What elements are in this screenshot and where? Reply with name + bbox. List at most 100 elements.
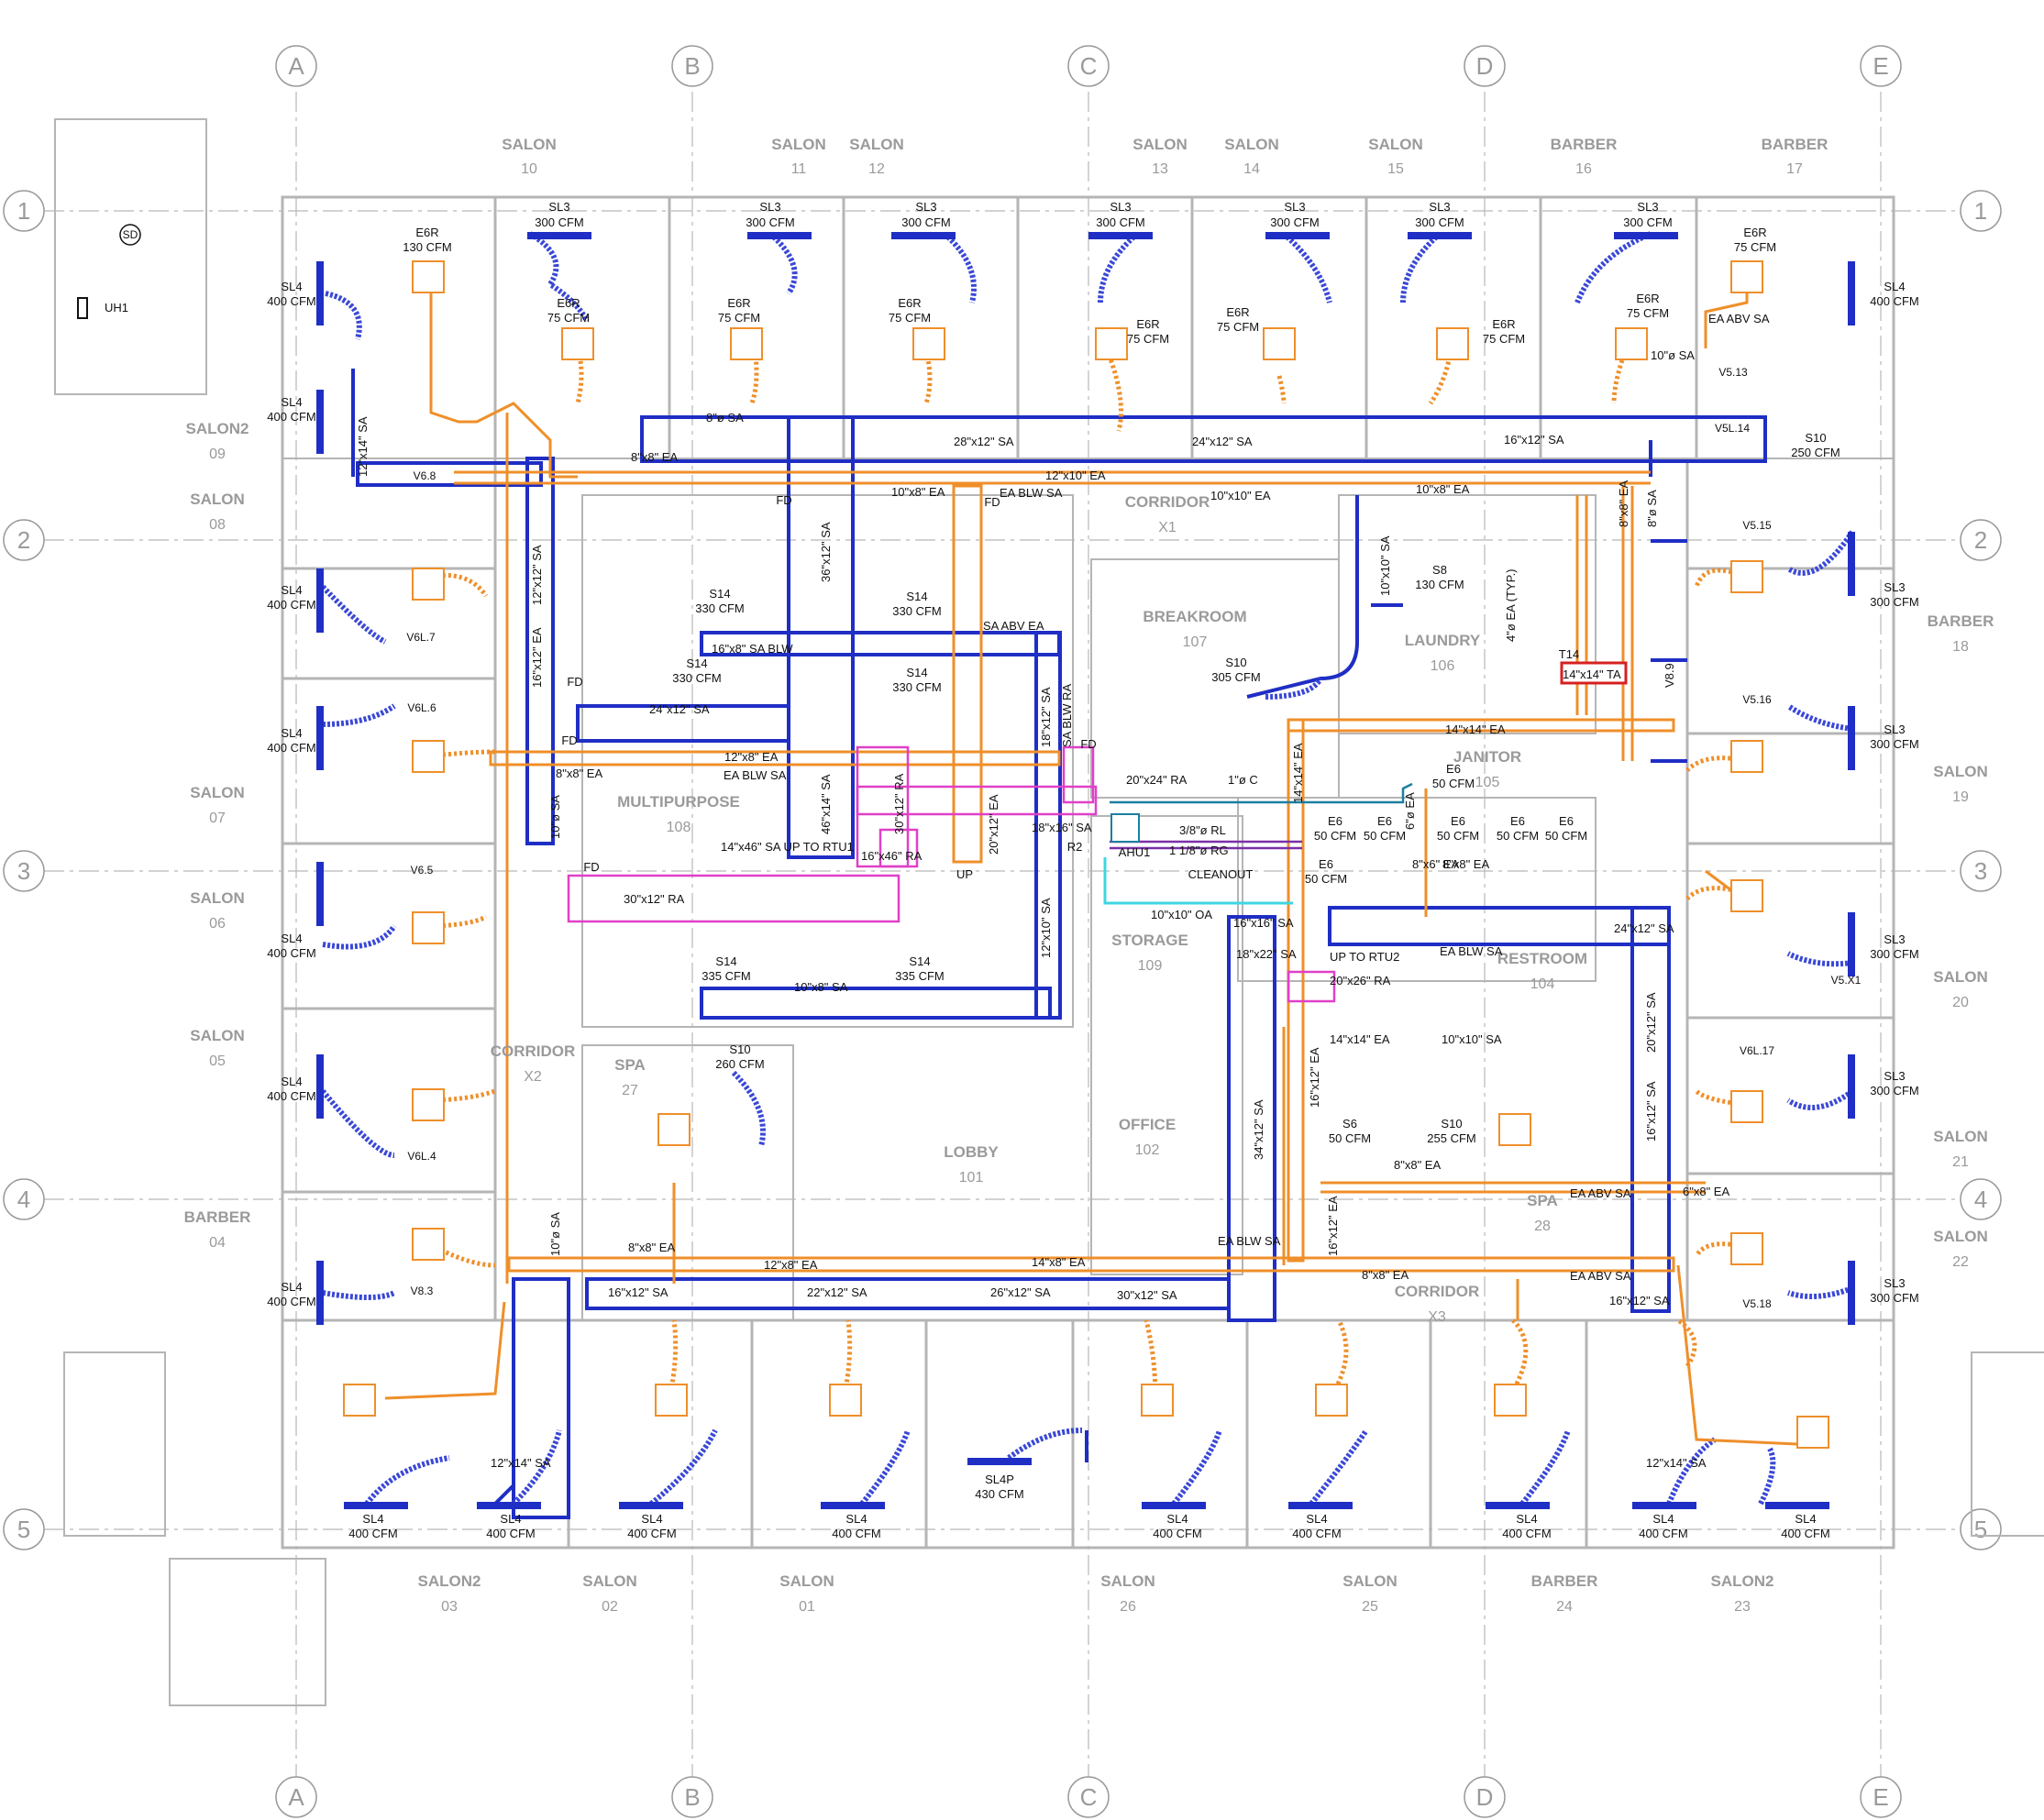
s10-tag-3: S10 — [1441, 1117, 1462, 1131]
duct-6o-ea-v: 6"ø EA — [1403, 792, 1417, 830]
e6r-cfm-5: 75 CFM — [1127, 332, 1169, 346]
room-name-x2: CORRIDOR — [491, 1042, 576, 1060]
duct-ea-blw-sa-4: EA BLW SA — [1218, 1234, 1281, 1248]
sl4-cfm-17: 400 CFM — [1781, 1527, 1829, 1540]
s14-tag-4: S14 — [906, 666, 927, 679]
e6r-tag-1: E6R — [415, 226, 438, 239]
sl4-cfm-9: 400 CFM — [348, 1527, 397, 1540]
sl4-tag-9: SL4 — [362, 1512, 383, 1526]
vav-v5l-20-text: V5.X1 — [1831, 974, 1862, 987]
sl4-cfm-7: 400 CFM — [267, 1295, 315, 1308]
grid-col-a-bottom: A — [288, 1783, 304, 1811]
room-num-24: 24 — [1556, 1599, 1573, 1615]
sl3-tag-8: SL3 — [1884, 580, 1905, 594]
duct-36x12-sa-v: 36"x12" SA — [819, 522, 833, 582]
duct-ea-blw-sa: EA BLW SA — [1000, 486, 1063, 500]
room-name-06: SALON — [190, 889, 245, 907]
room-name-10: SALON — [502, 136, 557, 153]
grid-col-a: A — [288, 52, 304, 80]
s14-tag-6: S14 — [909, 954, 930, 968]
duct-14x12-ea-v: 16"x12" EA — [1326, 1196, 1340, 1256]
duct-16x12-ea-v: 16"x12" EA — [1308, 1047, 1321, 1108]
up-label: UP — [956, 867, 973, 881]
sl4-cfm-5: 400 CFM — [267, 946, 315, 960]
fd-label-3: FD — [561, 734, 577, 747]
duct-8x6-ea: 8"x6" EA — [1412, 857, 1459, 871]
e6r-cfm-1: 130 CFM — [403, 240, 451, 254]
duct-34x12-sa-v: 34"x12" SA — [1252, 1099, 1265, 1160]
s14-cfm-3: 330 CFM — [672, 671, 721, 685]
grid-row-1-right: 1 — [1974, 197, 1987, 225]
vav-v5l-21: V6L.17 — [1740, 1044, 1774, 1057]
sl3-cfm-7: 300 CFM — [1623, 215, 1672, 229]
duct-18x14-ea: 14"x14" EA — [1330, 1032, 1390, 1046]
duct-8o-sa: 8"ø SA — [706, 411, 744, 425]
duct-10x10-oa: 10"x10" OA — [1151, 908, 1212, 921]
room-name-05: SALON — [190, 1027, 245, 1044]
sl3-cfm-5: 300 CFM — [1270, 215, 1319, 229]
duct-10o-sa-v: 10"ø SA — [548, 795, 562, 839]
sl4-tag-4: SL4 — [281, 726, 302, 740]
sl4-cfm-11: 400 CFM — [627, 1527, 676, 1540]
e6r-cfm-7: 75 CFM — [1483, 332, 1525, 346]
room-name-102: OFFICE — [1119, 1116, 1176, 1133]
e6-cfm-6: 50 CFM — [1545, 829, 1587, 843]
duct-18x12-sa-v: 18"x12" SA — [1039, 687, 1053, 747]
sl3-cfm-11: 300 CFM — [1870, 1084, 1918, 1098]
room-num-06: 06 — [209, 916, 226, 932]
e6r-cfm-2: 75 CFM — [547, 311, 590, 325]
e6-cfm-2: 50 CFM — [1314, 829, 1356, 843]
supply-flex-ducts — [320, 231, 1855, 1506]
sl4-cfm-14: 400 CFM — [1292, 1527, 1341, 1540]
room-num-20: 20 — [1952, 995, 1969, 1010]
duct-12x8-ea: 12"x8" EA — [724, 750, 779, 764]
sl4-tag-17: SL4 — [1795, 1512, 1816, 1526]
duct-8x8-ea: 8"x8" EA — [631, 450, 678, 464]
room-num-15: 15 — [1387, 161, 1404, 177]
duct-14x12-sa-v: 16"x12" EA — [530, 627, 544, 688]
fd-label-6: FD — [1080, 737, 1096, 751]
grid-row-3-right: 3 — [1974, 857, 1987, 885]
duct-16x46-ra: 16"x46" RA — [861, 849, 923, 863]
duct-up-to-rtu2: UP TO RTU2 — [1330, 950, 1399, 964]
room-num-07: 07 — [209, 811, 226, 826]
sl3-cfm-10: 300 CFM — [1870, 947, 1918, 961]
grid-bubbles — [3, 45, 2002, 1818]
equipment-blocks — [77, 224, 1628, 843]
e6r-tag-9: E6R — [1743, 226, 1766, 239]
sl3-cfm-1: 300 CFM — [535, 215, 583, 229]
duct-ea-abv-sa-2: EA ABV SA — [1570, 1269, 1631, 1283]
duct-rg: 1 1/8"ø RG — [1169, 844, 1229, 857]
grid-row-2-right: 2 — [1974, 526, 1987, 554]
grid-col-d-bottom: D — [1476, 1783, 1494, 1811]
room-num-26: 26 — [1120, 1599, 1136, 1615]
room-num-13: 13 — [1152, 161, 1168, 177]
sl4p-cfm: 430 CFM — [975, 1487, 1023, 1501]
sl3-cfm-6: 300 CFM — [1415, 215, 1464, 229]
s10-cfm-2: 260 CFM — [715, 1057, 764, 1071]
duct-ea-abv-sa-3: EA ABV SA — [1708, 312, 1770, 325]
room-name-106: LAUNDRY — [1405, 632, 1481, 649]
grid-col-c-bottom: C — [1080, 1783, 1098, 1811]
duct-46x14-sa-v: 46"x14" SA — [819, 774, 833, 834]
s14-tag-5: S14 — [715, 954, 736, 968]
room-name-14: SALON — [1224, 136, 1279, 153]
return-ductwork — [567, 745, 1336, 1003]
sl3-tag-10: SL3 — [1884, 932, 1905, 946]
room-name-108: MULTIPURPOSE — [617, 793, 740, 811]
duct-30x12-ra: 30"x12" RA — [624, 892, 685, 906]
room-num-107: 107 — [1183, 634, 1208, 650]
s10-cfm-3: 255 CFM — [1427, 1131, 1475, 1145]
vav-v5l-22: V5.18 — [1742, 1297, 1772, 1310]
room-name-15: SALON — [1368, 136, 1423, 153]
sl4-cfm-12: 400 CFM — [832, 1527, 880, 1540]
duct-ea-blw-sa-2: EA BLW SA — [724, 768, 787, 782]
room-num-105: 105 — [1475, 775, 1500, 790]
sd-tag: SD — [123, 228, 138, 241]
sl4-cfm-4: 400 CFM — [267, 741, 315, 755]
room-name-02: SALON — [582, 1572, 637, 1590]
r2-tag: R2 — [1067, 840, 1083, 854]
room-name-03: SALON2 — [418, 1572, 481, 1590]
grid-col-b: B — [684, 52, 700, 80]
